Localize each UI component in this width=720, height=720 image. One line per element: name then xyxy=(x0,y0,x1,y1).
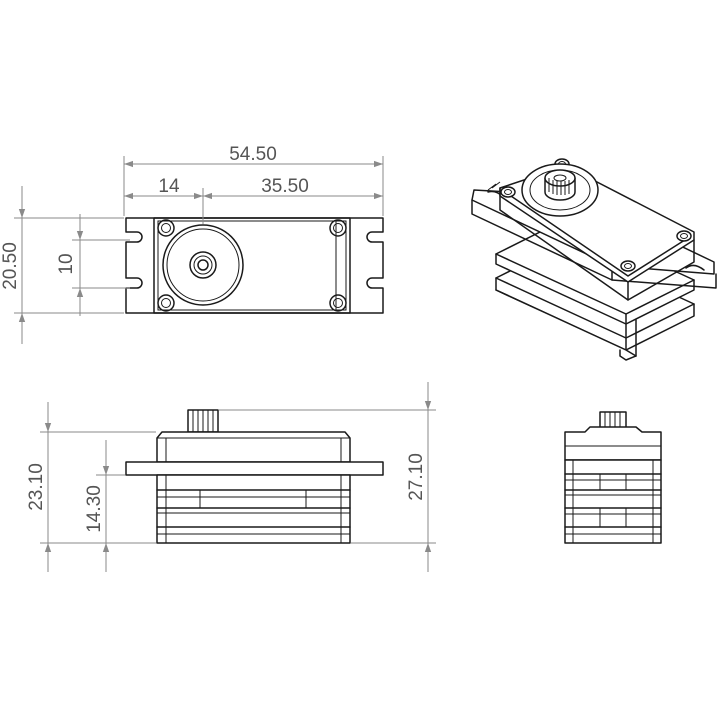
dim-label-total-height: 27.10 xyxy=(406,453,427,501)
front-view: 23.10 14.30 27.10 xyxy=(26,382,436,572)
top-view: 54.50 14 35.50 20.50 10 xyxy=(0,144,384,344)
output-shaft-center xyxy=(197,259,209,271)
dim-label-width: 20.50 xyxy=(0,242,21,290)
output-shaft-ring xyxy=(193,255,213,275)
side-view xyxy=(564,411,662,544)
dim-label-case-height: 23.10 xyxy=(26,463,47,511)
dim-label-flange-height: 14.30 xyxy=(84,485,105,533)
dim-slot-spacing: 10 xyxy=(56,214,130,316)
side-top-body xyxy=(564,426,662,461)
dim-label-slot-spacing: 10 xyxy=(56,253,77,274)
output-shaft xyxy=(189,251,217,279)
dim-width: 20.50 xyxy=(0,186,124,344)
isometric-view xyxy=(471,158,717,361)
top-body-outline xyxy=(153,217,351,314)
dim-total-height: 27.10 xyxy=(219,382,436,572)
dim-flange-height: 14.30 xyxy=(84,440,156,572)
dim-label-shaft-to-end: 35.50 xyxy=(261,176,309,197)
top-screws xyxy=(157,219,347,312)
dim-shaft-offsets: 14 35.50 xyxy=(124,176,383,224)
dim-label-overall-length: 54.50 xyxy=(229,144,277,165)
dim-case-height: 23.10 xyxy=(26,402,156,572)
output-gear-outer xyxy=(162,224,244,306)
dim-label-shaft-offset: 14 xyxy=(158,176,180,197)
top-flange-outline xyxy=(125,217,384,314)
dim-overall-length: 54.50 xyxy=(123,144,384,216)
front-flange xyxy=(125,461,384,476)
front-top-body xyxy=(156,431,351,463)
front-case xyxy=(156,474,351,544)
side-case xyxy=(564,459,662,544)
top-body-inner xyxy=(157,220,347,311)
output-gear-inner xyxy=(166,228,240,302)
